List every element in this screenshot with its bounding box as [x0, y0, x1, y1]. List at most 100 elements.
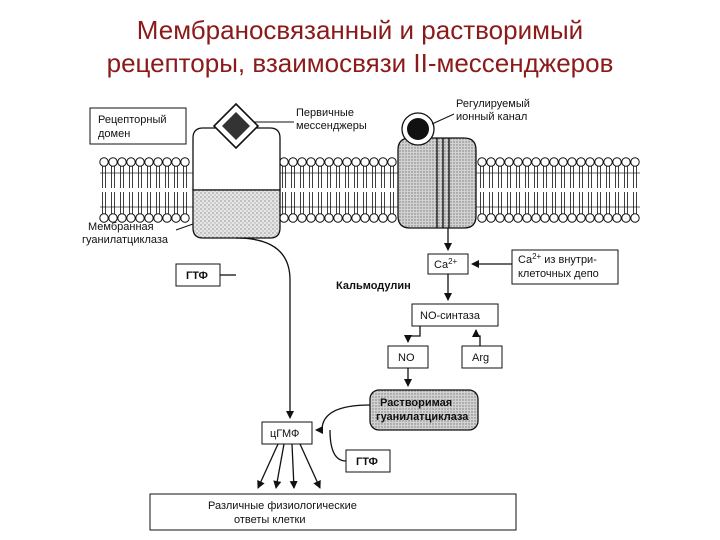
lipid-head — [603, 157, 613, 167]
lipid-head — [549, 213, 559, 223]
svg-text:Растворимая: Растворимая — [380, 397, 452, 409]
svg-text:гуанилатциклаза: гуанилатциклаза — [82, 234, 169, 246]
lipid-head — [531, 157, 541, 167]
svg-text:NO: NO — [398, 352, 415, 364]
lipid-head — [585, 213, 595, 223]
lipid-head — [558, 213, 568, 223]
lipid-head — [621, 157, 631, 167]
title-line-2: рецепторы, взаимосвязи II-мессенджеров — [106, 48, 614, 78]
lipid-head — [180, 157, 190, 167]
lipid-head — [279, 213, 289, 223]
svg-text:Различные физиологические: Различные физиологические — [208, 500, 357, 512]
lipid-head — [585, 157, 595, 167]
lipid-head — [306, 157, 316, 167]
lipid-head — [567, 157, 577, 167]
lipid-head — [180, 213, 190, 223]
lipid-head — [171, 213, 181, 223]
primary-messenger-diamond — [212, 102, 260, 150]
lipid-head — [351, 213, 361, 223]
svg-text:мессенджеры: мессенджеры — [296, 120, 367, 132]
svg-text:Arg: Arg — [472, 352, 489, 364]
svg-text:Ca2+ из внутри-: Ca2+ из внутри- — [518, 252, 597, 266]
ca-depot-box: Ca2+ из внутри- клеточных депо — [511, 249, 619, 285]
svg-text:клеточных депо: клеточных депо — [518, 268, 599, 280]
lipid-head — [504, 213, 514, 223]
lipid-head — [135, 157, 145, 167]
cell-membrane — [99, 157, 640, 223]
lipid-head — [387, 157, 397, 167]
arg-box: Arg — [461, 345, 503, 369]
svg-text:Первичные: Первичные — [296, 107, 354, 119]
lipid-head — [288, 213, 298, 223]
membrane-receptor — [192, 127, 281, 239]
lipid-head — [126, 157, 136, 167]
lipid-head — [486, 213, 496, 223]
lipid-head — [576, 213, 586, 223]
lipid-head — [360, 213, 370, 223]
lipid-head — [279, 157, 289, 167]
lipid-head — [540, 157, 550, 167]
svg-text:Рецепторный: Рецепторный — [98, 114, 167, 126]
lipid-head — [108, 213, 118, 223]
lipid-head — [162, 213, 172, 223]
lipid-head — [504, 157, 514, 167]
lipid-head — [612, 157, 622, 167]
lipid-head — [324, 157, 334, 167]
lipid-head — [477, 157, 487, 167]
lipid-head — [612, 213, 622, 223]
membrane-gc-label: Мембранная гуанилатциклаза — [82, 221, 194, 246]
soluble-gc-box: Растворимая гуанилатциклаза — [369, 389, 479, 431]
cgmp-box: цГМФ — [261, 421, 313, 445]
lipid-head — [621, 213, 631, 223]
no-box: NO — [387, 345, 429, 369]
lipid-head — [306, 213, 316, 223]
lipid-head — [342, 213, 352, 223]
lipid-head — [378, 213, 388, 223]
lipid-head — [576, 157, 586, 167]
lipid-head — [171, 157, 181, 167]
diagram-arrows — [220, 228, 512, 489]
svg-text:ионный канал: ионный канал — [456, 111, 527, 123]
lipid-head — [495, 157, 505, 167]
svg-text:ГТФ: ГТФ — [186, 270, 208, 282]
svg-text:Ca2+: Ca2+ — [434, 257, 458, 271]
lipid-head — [477, 213, 487, 223]
lipid-head — [288, 157, 298, 167]
lipid-head — [333, 157, 343, 167]
lipid-head — [333, 213, 343, 223]
lipid-head — [549, 157, 559, 167]
title-line-1: Мембраносвязанный и растворимый — [136, 15, 584, 45]
regulated-channel-label: Регулируемый ионный канал — [431, 98, 530, 125]
lipid-head — [603, 213, 613, 223]
lipid-head — [144, 157, 154, 167]
svg-text:NO-синтаза: NO-синтаза — [420, 310, 481, 322]
svg-text:домен: домен — [98, 128, 130, 140]
lipid-head — [297, 157, 307, 167]
lipid-head — [540, 213, 550, 223]
lipid-head — [153, 157, 163, 167]
lipid-head — [513, 213, 523, 223]
svg-text:гуанилатциклаза: гуанилатциклаза — [376, 411, 469, 423]
lipid-head — [378, 157, 388, 167]
lipid-head — [486, 157, 496, 167]
svg-text:ответы клетки: ответы клетки — [234, 514, 306, 526]
lipid-head — [630, 157, 640, 167]
gtp-top-box: ГТФ — [175, 263, 221, 287]
svg-text:Регулируемый: Регулируемый — [456, 98, 530, 110]
ca-box: Ca2+ — [427, 253, 469, 275]
lipid-head — [495, 213, 505, 223]
lipid-head — [162, 157, 172, 167]
cell-responses-box: Различные физиологические ответы клетки — [149, 493, 517, 531]
ion-channel — [397, 112, 477, 229]
lipid-head — [522, 157, 532, 167]
lipid-head — [531, 213, 541, 223]
lipid-head — [99, 213, 109, 223]
lipid-head — [99, 157, 109, 167]
lipid-head — [315, 213, 325, 223]
lipid-head — [153, 213, 163, 223]
svg-text:Мембранная: Мембранная — [88, 221, 154, 233]
lipid-head — [630, 213, 640, 223]
svg-text:ГТФ: ГТФ — [356, 456, 378, 468]
gtp-bottom-box: ГТФ — [345, 449, 391, 473]
